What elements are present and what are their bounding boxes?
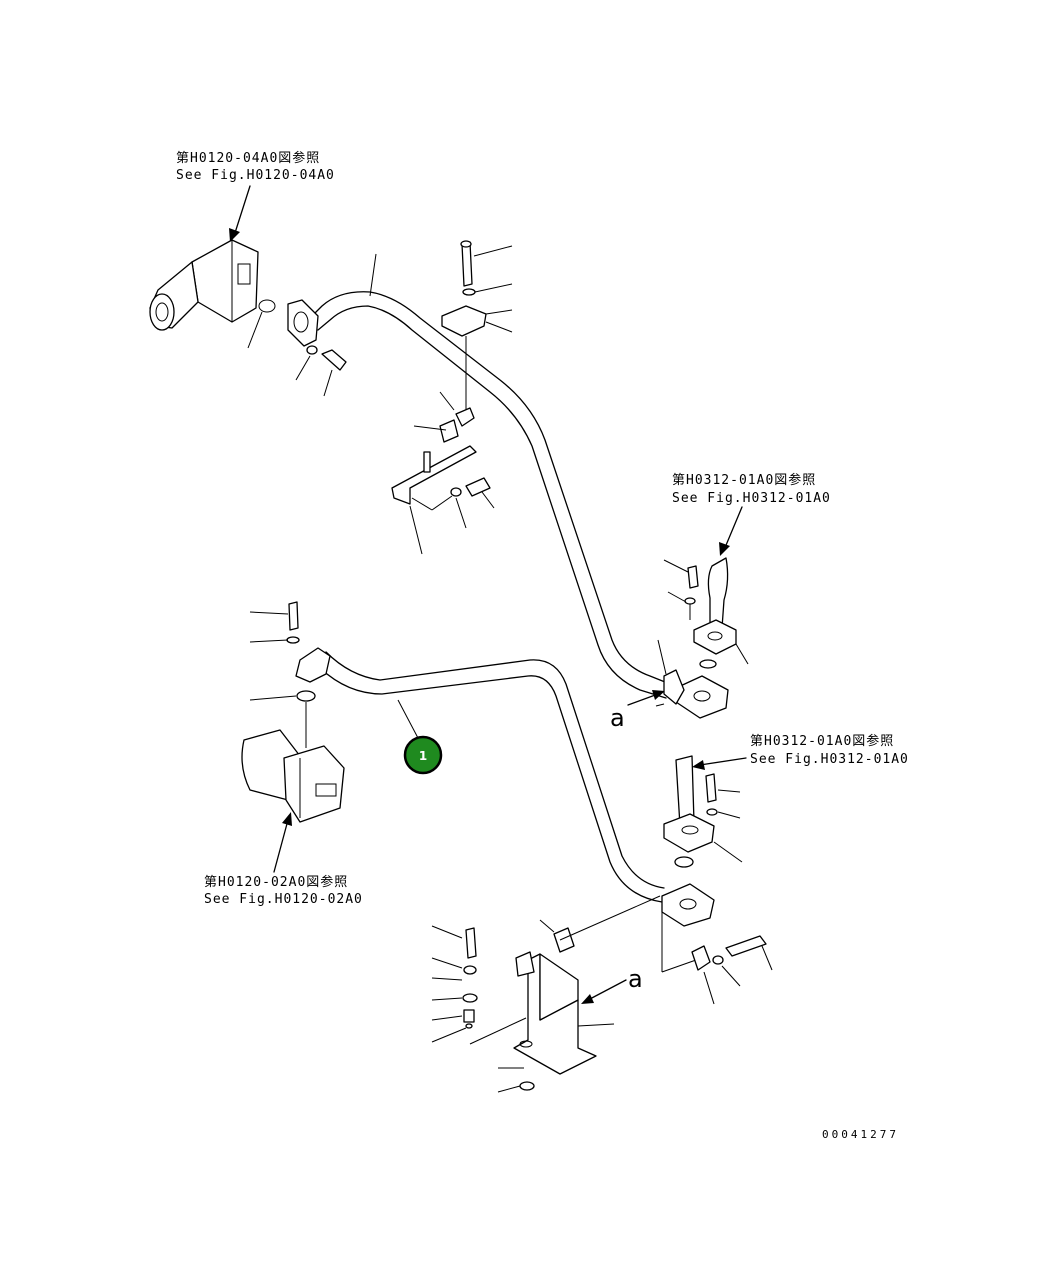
ref-top-left-en: See Fig.H0120-04A0: [176, 168, 335, 183]
hose-fitting-lower: [661, 755, 743, 927]
ref-arrow-right-lower: [692, 757, 747, 770]
upper-tube: [287, 291, 671, 699]
hose-fitting-upper: [655, 557, 749, 719]
callout-1[interactable]: 1: [403, 735, 443, 775]
ref-arrow-bottom-left: [273, 812, 292, 873]
ref-top-left-jp: 第H0120-04A0図参照: [176, 150, 320, 166]
pump-bottom-left: [241, 601, 419, 823]
flange-lower-left: [295, 647, 331, 683]
lower-tube: [295, 647, 665, 903]
section-mark-upper: a: [610, 704, 625, 732]
callout-1-number: 1: [419, 749, 427, 763]
ref-arrow-top-left: [229, 185, 251, 242]
section-mark-lower: a: [628, 965, 643, 993]
section-arrow-lower: [581, 979, 627, 1004]
ref-right-lower-en: See Fig.H0312-01A0: [750, 752, 909, 767]
flange-top-left: [287, 299, 319, 347]
ref-arrow-right-upper: [719, 506, 743, 556]
ref-bottom-left-jp: 第H0120-02A0図参照: [204, 874, 348, 890]
ref-right-upper-en: See Fig.H0312-01A0: [672, 491, 831, 506]
pump-top-left: [149, 239, 276, 349]
ref-right-upper-jp: 第H0312-01A0図参照: [672, 472, 816, 488]
washer-bolt-top-left: [295, 345, 347, 397]
bottom-bracket-assembly: [431, 895, 773, 1093]
drawing-number: 00041277: [822, 1128, 899, 1141]
ref-bottom-left-en: See Fig.H0120-02A0: [204, 892, 363, 907]
upper-clamp-assembly: [369, 240, 513, 555]
section-arrow-upper: [627, 690, 665, 706]
ref-right-lower-jp: 第H0312-01A0図参照: [750, 733, 894, 749]
